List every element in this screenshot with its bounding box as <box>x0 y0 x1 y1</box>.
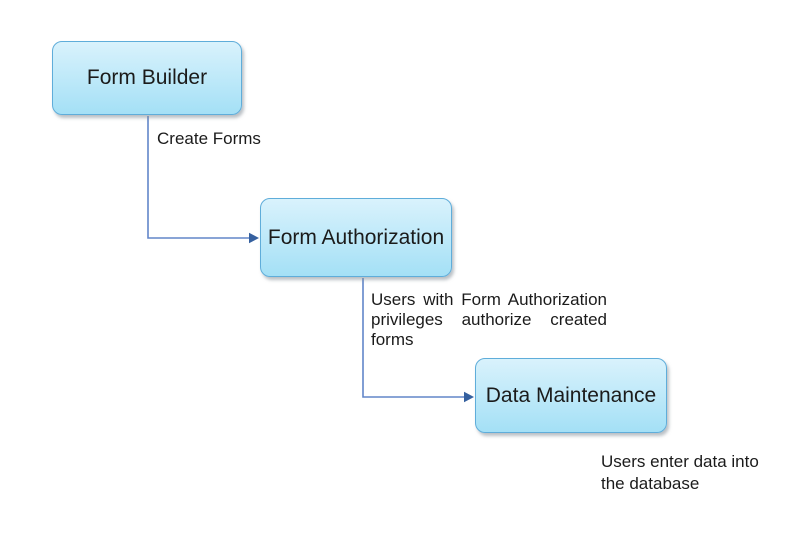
edge-label-authorization: Users with Form Authorization privileges… <box>371 290 607 349</box>
node-form-authorization: Form Authorization <box>260 198 452 277</box>
node-label: Form Builder <box>86 66 208 89</box>
node-form-builder: Form Builder <box>52 41 242 115</box>
arrowhead-icon <box>464 391 474 403</box>
node-data-maintenance: Data Maintenance <box>475 358 667 433</box>
node-label: Data Maintenance <box>485 383 657 407</box>
arrowhead-icon <box>249 232 259 244</box>
note-data-entry: Users enter data into the database <box>601 452 759 493</box>
edge-label-create-forms: Create Forms <box>157 129 261 148</box>
node-label: Form Authorization <box>267 225 445 249</box>
